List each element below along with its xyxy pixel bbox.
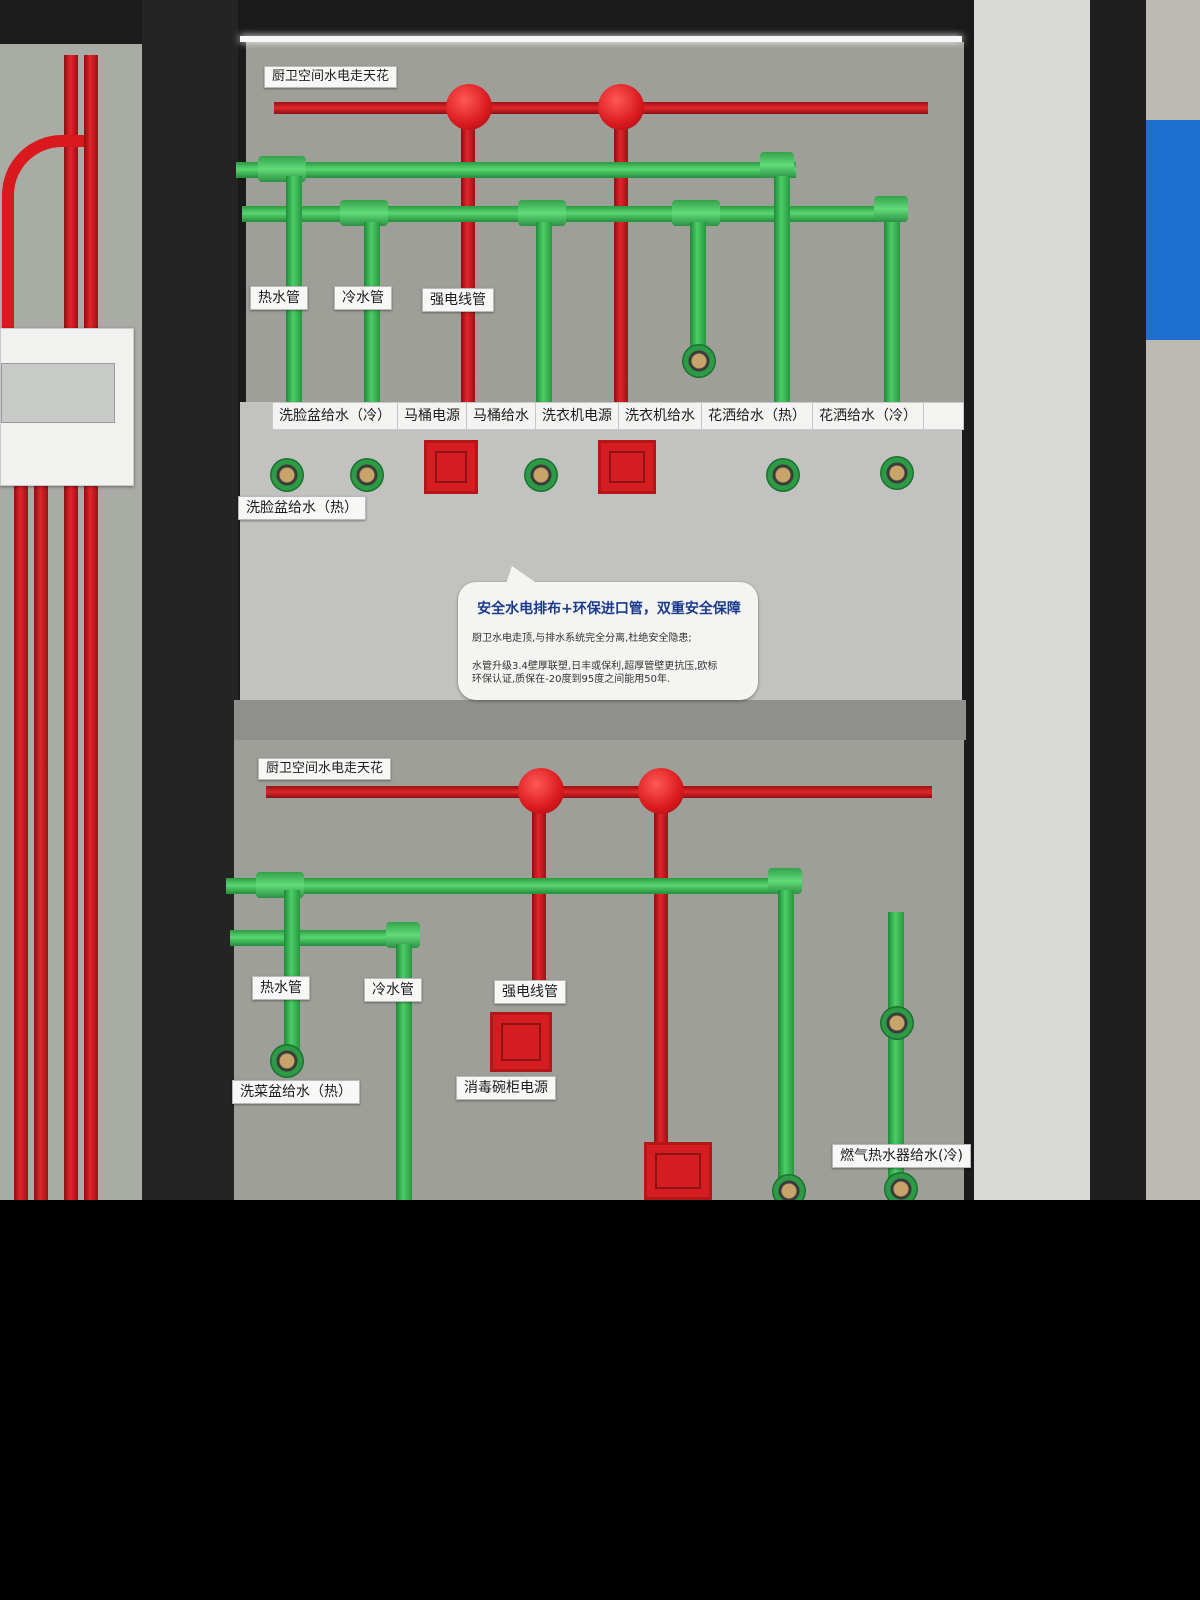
label-gas-heater-cold: 燃气热水器给水(冷) [832, 1144, 971, 1168]
pipe-elbow [768, 868, 802, 894]
green-pipe-drop [778, 890, 794, 1190]
strip-label: 洗衣机电源 [536, 403, 619, 429]
green-pipe-drop [364, 222, 380, 402]
pipe-fitting [672, 200, 720, 226]
water-outlet [270, 458, 304, 492]
pipe-outlet [682, 344, 716, 378]
red-junction [446, 84, 492, 130]
cold-pipe-horizontal [242, 206, 906, 222]
label-basin-hot: 洗脸盆给水（热） [238, 496, 366, 520]
hot-pipe-horizontal [226, 878, 794, 894]
bubble-line-1: 厨卫水电走顶,与排水系统完全分离,杜绝安全隐患; [472, 633, 692, 644]
right-blue-stripe [1146, 120, 1200, 340]
breaker-rail [1, 363, 115, 423]
red-conduit-horizontal [266, 786, 932, 798]
label-power-conduit: 强电线管 [494, 980, 566, 1004]
water-outlet [880, 1006, 914, 1040]
red-junction [518, 768, 564, 814]
label-sink-hot: 洗菜盆给水（热） [232, 1080, 360, 1104]
green-pipe-drop [396, 944, 412, 1200]
cold-pipe-horizontal [230, 930, 410, 946]
water-outlet [270, 1044, 304, 1078]
strip-label: 花洒给水（热） [702, 403, 813, 429]
red-conduit-drop [614, 108, 628, 402]
distribution-box [0, 328, 134, 486]
green-pipe-drop [774, 176, 790, 402]
red-conduit-drop [461, 108, 475, 402]
label-disinfect-power: 消毒碗柜电源 [456, 1076, 556, 1100]
bubble-line-2: 水管升级3.4壁厚联塑,日丰或保利,超厚管壁更抗压,欧标 [472, 661, 718, 672]
water-outlet [766, 458, 800, 492]
label-cold-pipe: 冷水管 [364, 978, 422, 1002]
top-panel-light [240, 36, 962, 42]
red-junction [638, 768, 684, 814]
bottom-panel-board [234, 740, 964, 1200]
top-panel-header: 厨卫空间水电走天花 [264, 66, 398, 88]
strip-label: 洗脸盆给水（冷） [273, 403, 398, 429]
electric-box [424, 440, 478, 494]
label-power-conduit: 强电线管 [422, 288, 494, 312]
green-pipe-drop [536, 222, 552, 402]
left-red-loop [2, 135, 84, 337]
pipe-elbow [874, 196, 908, 222]
hot-pipe-horizontal [236, 162, 796, 178]
shelf-ledge [234, 700, 966, 740]
label-hot-pipe: 热水管 [250, 286, 308, 310]
bubble-line-3: 环保认证,质保在-20度到95度之间能用50年. [472, 674, 671, 685]
green-pipe-drop [884, 222, 900, 402]
water-outlet [350, 458, 384, 492]
strip-label: 洗衣机给水 [619, 403, 702, 429]
strip-label: 花洒给水（冷） [813, 403, 924, 429]
info-bubble: 安全水电排布+环保进口管，双重安全保障 厨卫水电走顶,与排水系统完全分离,杜绝安… [458, 566, 758, 700]
electric-box [644, 1142, 712, 1200]
electric-box [598, 440, 656, 494]
label-hot-pipe: 热水管 [252, 976, 310, 1000]
right-dark-post [1090, 0, 1146, 1200]
pipe-elbow [386, 922, 420, 948]
red-conduit-drop [654, 792, 668, 1142]
water-outlet [524, 458, 558, 492]
pipe-fitting [340, 200, 388, 226]
pipe-fitting [518, 200, 566, 226]
left-red-conduit [14, 480, 28, 1200]
red-junction [598, 84, 644, 130]
strip-label: 马桶电源 [398, 403, 467, 429]
left-gap [142, 0, 238, 1200]
left-red-conduit [84, 55, 98, 1200]
bottom-panel-header: 厨卫空间水电走天花 [258, 758, 392, 780]
green-pipe-drop [690, 222, 706, 350]
label-cold-pipe: 冷水管 [334, 286, 392, 310]
photo-scene: 厨卫空间水电走天花 热水管 冷水管 强电线管 洗脸盆给水（冷） 马桶电源 马桶给… [0, 0, 1200, 1200]
green-pipe-drop [284, 890, 300, 1058]
water-outlet [772, 1174, 806, 1200]
green-pipe-drop [888, 912, 904, 1200]
outlet-label-strip: 洗脸盆给水（冷） 马桶电源 马桶给水 洗衣机电源 洗衣机给水 花洒给水（热） 花… [272, 402, 964, 430]
water-outlet [884, 1172, 918, 1200]
bubble-title: 安全水电排布+环保进口管，双重安全保障 [477, 601, 741, 617]
left-red-conduit [34, 480, 48, 1200]
water-outlet [880, 456, 914, 490]
electric-box [490, 1012, 552, 1072]
pipe-elbow [760, 152, 794, 178]
strip-label: 马桶给水 [467, 403, 536, 429]
